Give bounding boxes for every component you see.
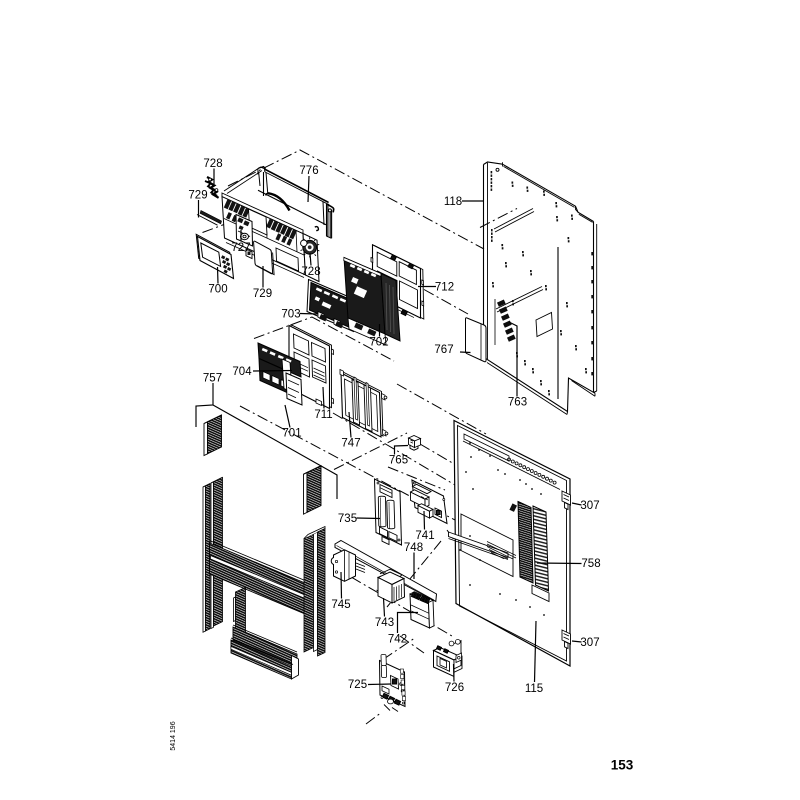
svg-text:776: 776	[299, 165, 318, 177]
svg-text:735: 735	[338, 513, 357, 525]
svg-text:712: 712	[435, 282, 454, 294]
svg-text:704: 704	[232, 366, 252, 378]
svg-text:307: 307	[580, 637, 599, 649]
svg-text:741: 741	[415, 530, 434, 542]
svg-text:728: 728	[203, 158, 222, 170]
svg-text:763: 763	[508, 397, 527, 409]
svg-text:726: 726	[445, 682, 464, 694]
svg-text:115: 115	[525, 683, 543, 695]
svg-text:729: 729	[253, 288, 272, 300]
svg-text:748: 748	[404, 542, 423, 554]
svg-text:758: 758	[581, 558, 600, 570]
svg-text:757: 757	[203, 373, 222, 385]
svg-text:747: 747	[341, 438, 360, 450]
svg-text:743: 743	[375, 617, 394, 629]
svg-text:702: 702	[369, 337, 388, 349]
svg-text:765: 765	[389, 455, 408, 467]
svg-text:742: 742	[388, 634, 407, 646]
svg-text:153: 153	[611, 758, 634, 773]
svg-text:700: 700	[208, 284, 227, 296]
svg-text:728: 728	[301, 266, 320, 278]
svg-text:118: 118	[444, 196, 462, 208]
svg-text:767: 767	[434, 344, 453, 356]
svg-text:701: 701	[282, 428, 301, 440]
svg-text:729: 729	[188, 190, 207, 202]
svg-text:725: 725	[348, 679, 367, 691]
svg-text:711: 711	[314, 409, 332, 421]
svg-text:703: 703	[281, 309, 300, 321]
svg-text:727: 727	[231, 242, 250, 254]
svg-text:745: 745	[331, 599, 350, 611]
svg-text:5414 196: 5414 196	[170, 721, 177, 750]
svg-text:307: 307	[580, 500, 599, 512]
